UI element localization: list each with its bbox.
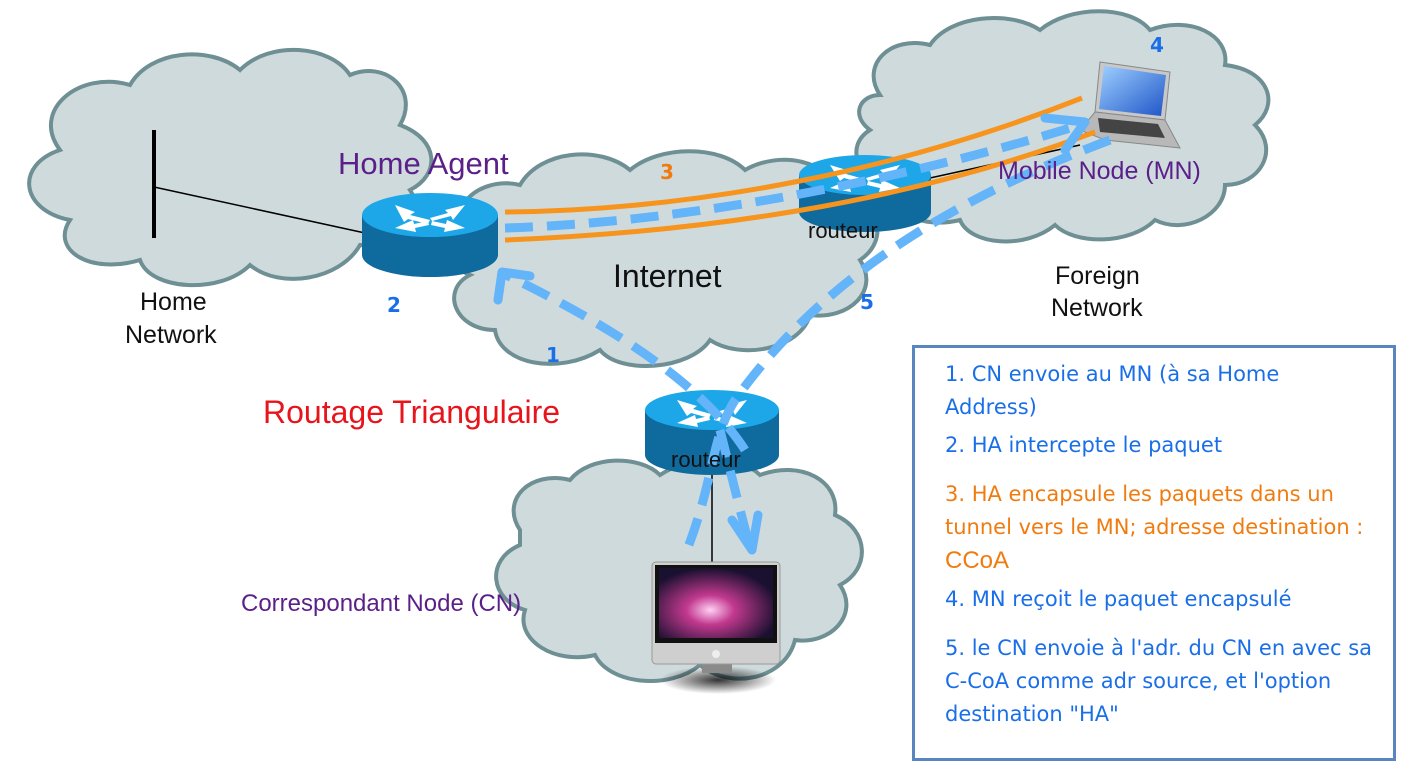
- arrowhead-cn: [727, 510, 763, 555]
- laptop-icon: [1079, 61, 1181, 149]
- correspondant-node-label: Correspondant Node (CN): [241, 590, 522, 617]
- legend-step-3: 3. HA encapsule les paquets dans un tunn…: [945, 478, 1375, 578]
- home-network-cloud: [27, 48, 434, 288]
- home-lan-link: [153, 186, 366, 234]
- legend-step-3-text: 3. HA encapsule les paquets dans un tunn…: [945, 482, 1364, 539]
- step-marker-3: 3: [660, 160, 674, 184]
- step-marker-5: 5: [860, 290, 874, 314]
- step-marker-2: 2: [387, 293, 401, 317]
- home-network-label-line1: Home: [140, 288, 207, 316]
- foreign-network-label-line1: Foreign: [1055, 262, 1140, 290]
- step-marker-4: 4: [1150, 33, 1164, 57]
- foreign-router-label: routeur: [808, 218, 878, 243]
- legend-step-4: 4. MN reçoit le paquet encapsulé: [945, 587, 1292, 611]
- legend-step-5: 5. le CN envoie à l'adr. du CN en avec s…: [945, 636, 1373, 726]
- arrowhead-ha: [493, 267, 535, 305]
- arrowhead-mn: [1040, 113, 1090, 155]
- arrow-ha-to-mn: [504, 120, 1082, 233]
- cn-router-label: routeur: [671, 447, 741, 472]
- diagram-title: Routage Triangulaire: [263, 394, 561, 430]
- home-agent-router-icon: [362, 193, 498, 277]
- home-network-label-line2: Network: [125, 321, 217, 349]
- internet-label: Internet: [613, 258, 722, 294]
- internet-cloud: [451, 149, 880, 368]
- step-marker-1: 1: [546, 343, 560, 367]
- legend-step-1: 1. CN envoie au MN (à sa Home Address): [945, 362, 1280, 419]
- legend-step-2: 2. HA intercepte le paquet: [945, 433, 1223, 457]
- foreign-router-icon: [799, 155, 931, 232]
- imac-icon: [651, 561, 781, 694]
- arrow-cn-to-ha: [498, 267, 749, 453]
- legend-step-3-ccoa: CCoA: [945, 547, 1010, 574]
- foreign-network-label-line2: Network: [1051, 294, 1143, 322]
- arrow-mn-to-cn: [680, 135, 1112, 557]
- tunnel-lines: [504, 95, 1096, 243]
- mobile-node-label: Mobile Node (MN): [998, 157, 1201, 185]
- legend-box: 1. CN envoie au MN (à sa Home Address) 2…: [912, 345, 1396, 761]
- home-agent-label: Home Agent: [338, 146, 509, 181]
- arrowheads: [493, 113, 1090, 555]
